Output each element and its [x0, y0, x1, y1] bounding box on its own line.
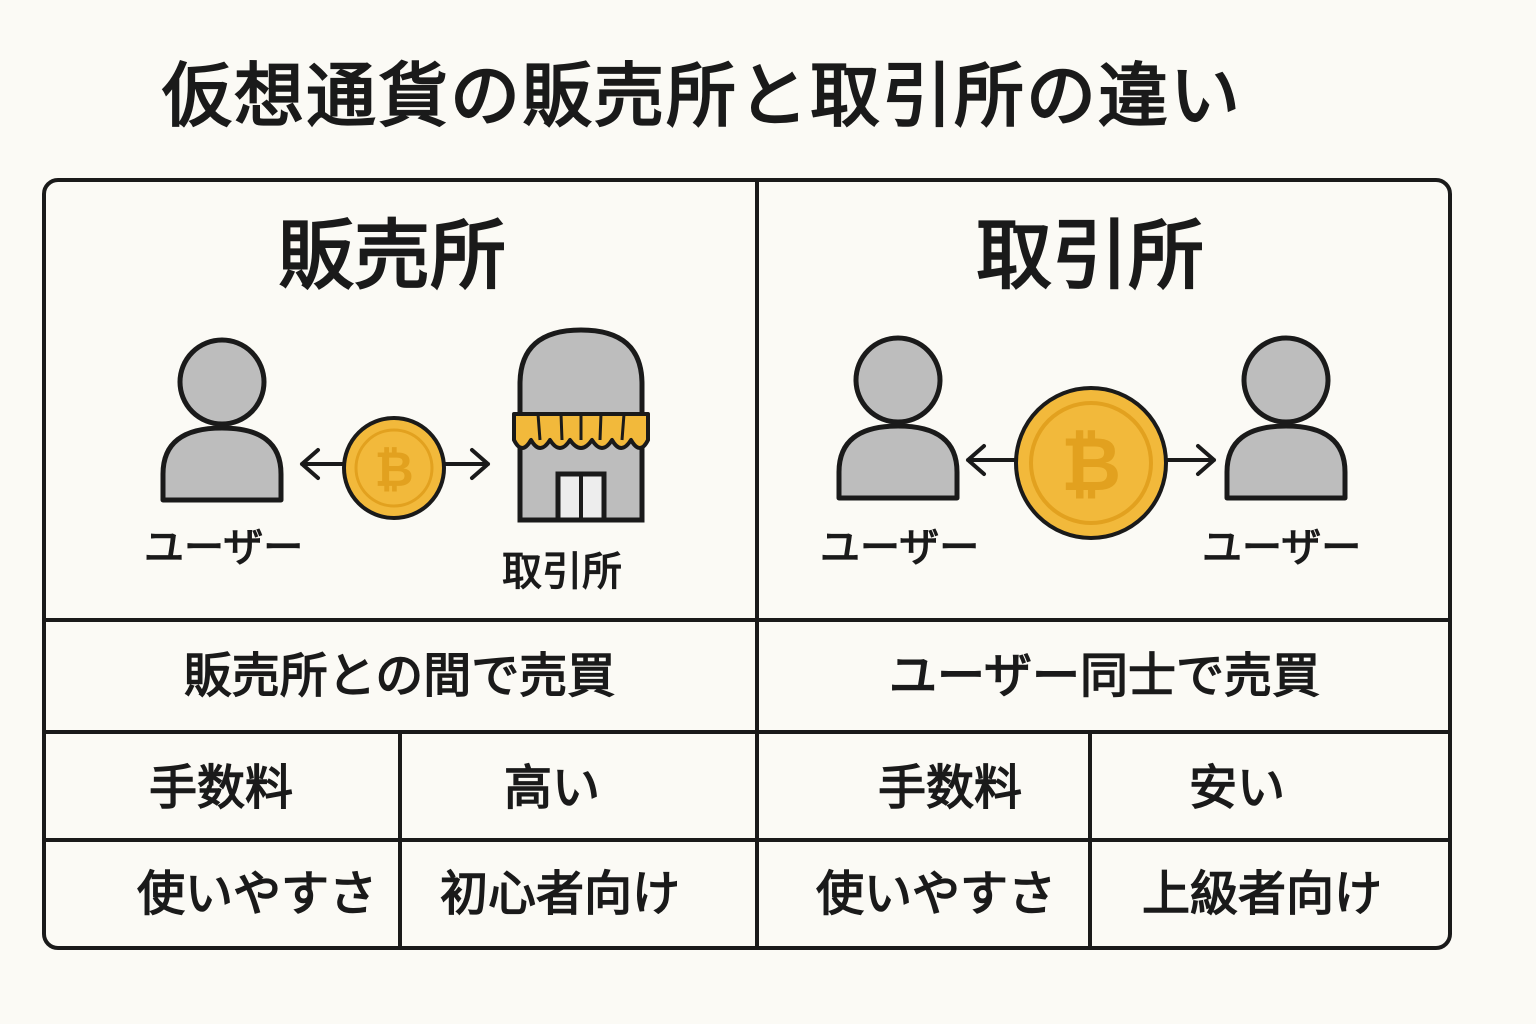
right-usability-value: 上級者向け — [1141, 866, 1382, 922]
double-arrow-icon — [300, 448, 490, 480]
person-icon — [1224, 335, 1348, 501]
page-title: 仮想通貨の販売所と取引所の違い — [162, 55, 1242, 137]
left-usability-label: 使いやすさ — [136, 866, 377, 922]
shop-icon — [512, 327, 650, 523]
left-cell-divider — [398, 732, 402, 948]
bitcoin-coin-icon: ₿ — [1014, 386, 1168, 540]
svg-text:₿: ₿ — [1061, 422, 1121, 508]
divider-description — [44, 730, 1450, 734]
right-fee-value: 安い — [1188, 760, 1285, 816]
right-fee-label: 手数料 — [877, 760, 1022, 816]
center-divider — [755, 180, 759, 948]
person-icon — [836, 335, 960, 501]
left-shop-label: 取引所 — [502, 549, 622, 595]
left-usability-value: 初心者向け — [439, 866, 680, 922]
right-user-label-1: ユーザー — [820, 525, 980, 571]
person-icon — [160, 337, 284, 503]
left-fee-label: 手数料 — [148, 760, 293, 816]
left-description: 販売所との間で売買 — [183, 648, 616, 704]
comparison-table — [42, 178, 1452, 950]
divider-fee — [44, 838, 1450, 842]
right-user-label-2: ユーザー — [1202, 525, 1362, 571]
left-user-label: ユーザー — [144, 525, 304, 571]
divider-illustration — [44, 618, 1450, 622]
right-description: ユーザー同士で売買 — [888, 648, 1321, 704]
right-panel-heading: 取引所 — [976, 211, 1204, 300]
right-cell-divider — [1088, 732, 1092, 948]
left-panel-heading: 販売所 — [278, 211, 506, 300]
right-usability-label: 使いやすさ — [815, 866, 1056, 922]
left-fee-value: 高い — [503, 760, 600, 816]
bitcoin-coin-icon: ₿ — [342, 416, 446, 520]
svg-text:₿: ₿ — [374, 442, 413, 498]
double-arrow-icon — [966, 444, 1216, 476]
